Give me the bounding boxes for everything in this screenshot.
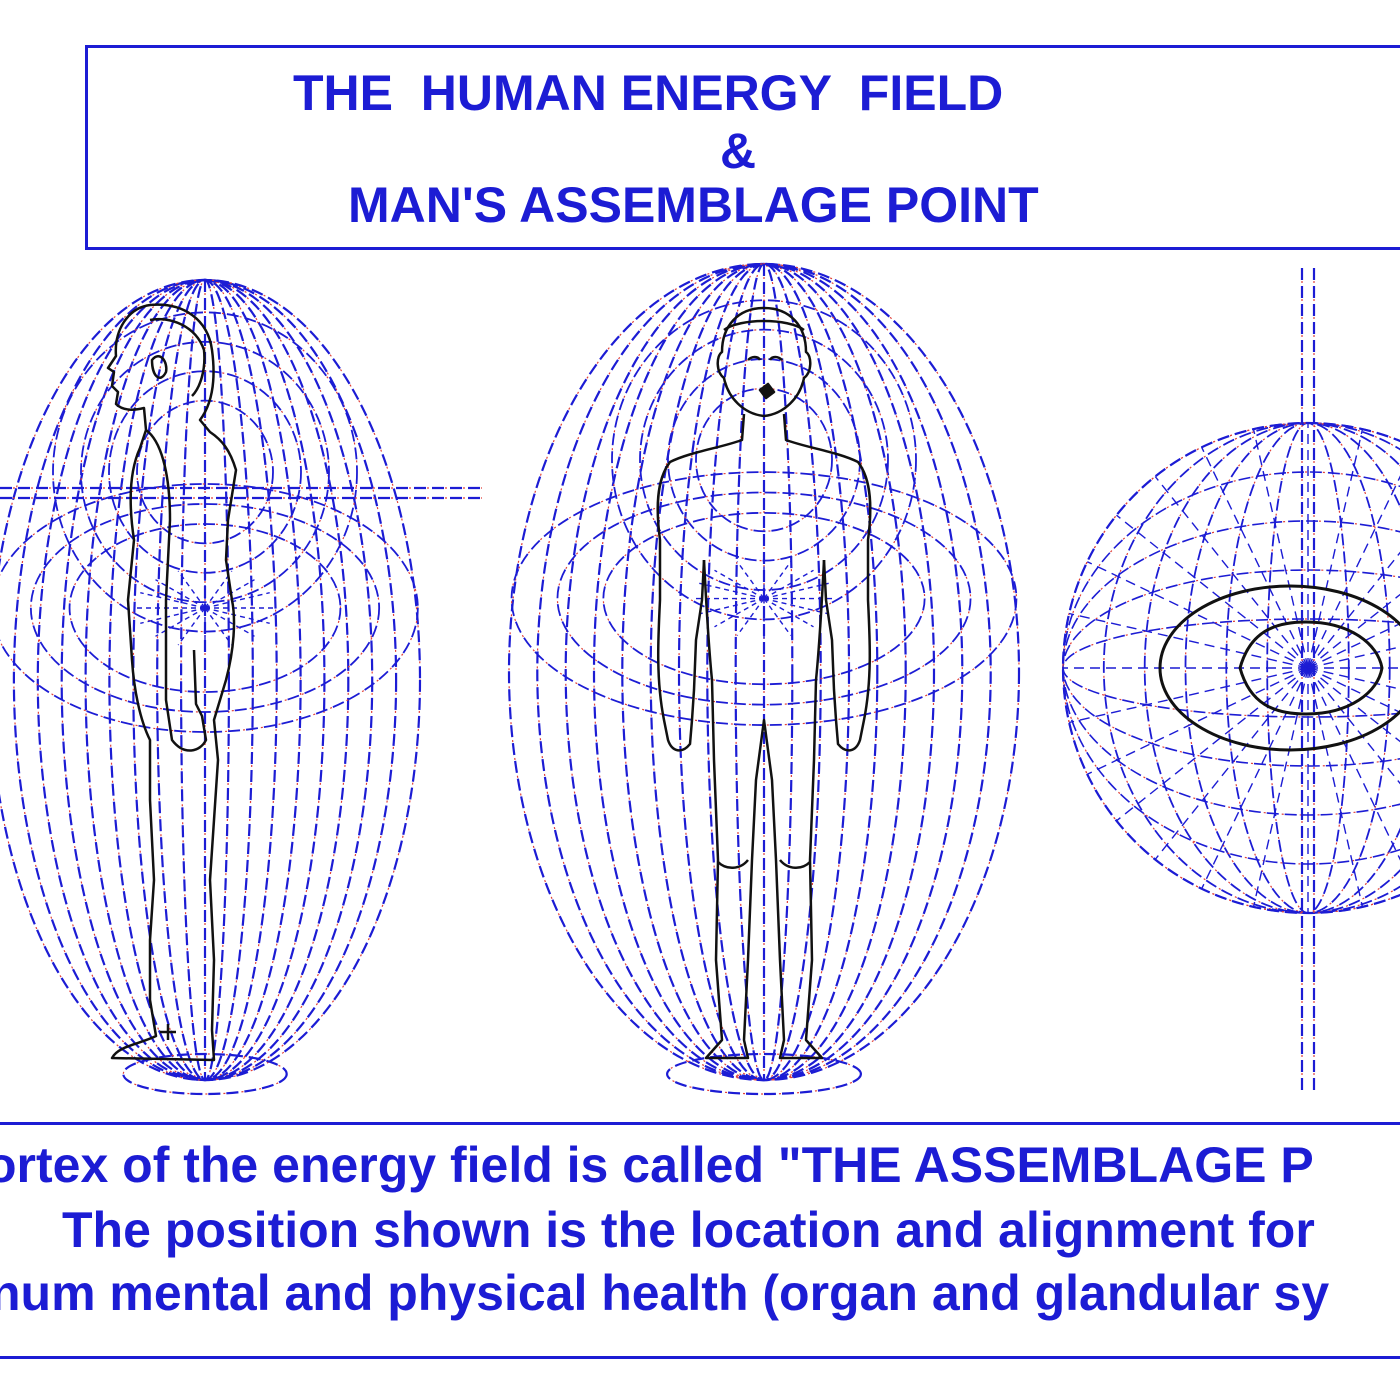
field-foot-vortex: [665, 1052, 862, 1096]
field-vortex-ray: [699, 597, 765, 615]
front-view-energy-field: [507, 262, 1021, 1096]
field-vortex-ray: [155, 607, 206, 637]
human-top-view-outline-icon: [1158, 584, 1400, 752]
side-view-energy-field: [0, 278, 482, 1096]
sphere-ray: [1307, 667, 1400, 861]
field-vortex-ray: [763, 569, 814, 600]
human-silhouette-side-icon: [106, 303, 238, 1062]
field-meridian-red: [678, 263, 850, 1081]
title-line-1: THE HUMAN ENERGY FIELD: [293, 65, 1004, 121]
field-head-loop: [108, 370, 302, 574]
sphere-ray: [1068, 612, 1309, 669]
title-box: [85, 45, 1400, 250]
sphere-ray: [1307, 593, 1400, 669]
field-vortex-ray: [763, 597, 814, 628]
sphere-ray: [1116, 514, 1309, 669]
sphere-meridian: [1184, 422, 1400, 914]
field-vortex-ray: [736, 561, 765, 599]
field-meridian-red: [621, 263, 907, 1081]
field-chest-loop-red: [0, 483, 419, 733]
sphere-ray: [1154, 476, 1309, 669]
field-head-loop: [80, 340, 330, 604]
field-vortex-ray: [763, 582, 829, 600]
caption-box: [0, 1122, 1400, 1359]
sphere-ray: [1086, 667, 1309, 775]
field-vortex-ray: [699, 582, 765, 600]
sphere-meridian-red: [1184, 422, 1400, 914]
field-head-loop: [136, 399, 274, 545]
sphere-ray: [1307, 475, 1400, 669]
sphere-ray: [1252, 667, 1309, 908]
sphere-ray: [1154, 667, 1309, 860]
field-vortex-ray: [177, 570, 206, 609]
field-head-loop-red: [611, 299, 917, 621]
caption-line-3: num mental and physical health (organ an…: [0, 1265, 1330, 1321]
caption-line-1: ortex of the energy field is called "THE…: [0, 1137, 1314, 1193]
field-vortex-ray: [140, 592, 206, 609]
field-chest-loop: [556, 491, 972, 706]
field-vortex-ray: [204, 607, 255, 637]
field-vortex-ray: [204, 592, 270, 609]
sphere-ray: [1116, 667, 1309, 822]
field-vortex-ray: [204, 607, 270, 624]
field-chest-loop-red: [68, 523, 342, 693]
sphere-ray: [1201, 446, 1309, 669]
sphere-ray: [1068, 667, 1309, 724]
field-vortex-ray: [140, 607, 206, 624]
sphere-ray: [1307, 622, 1400, 669]
field-vortex-ray: [714, 569, 765, 600]
sphere-ray: [1307, 667, 1364, 908]
sphere-ray: [1086, 561, 1309, 669]
field-vortex-ray: [155, 579, 206, 609]
field-head-loop: [639, 328, 889, 591]
sphere-ray: [1307, 667, 1400, 743]
caption-line-2: The position shown is the location and a…: [62, 1202, 1315, 1258]
title-ampersand: &: [720, 123, 757, 179]
field-meridian-red: [180, 279, 230, 1081]
field-vortex-ray: [204, 607, 233, 646]
sphere-ray: [1307, 428, 1364, 669]
field-vortex-ray: [736, 598, 765, 636]
field-foot-vortex: [122, 1052, 288, 1096]
sphere-ray: [1307, 667, 1400, 714]
field-head-loop-red: [667, 358, 861, 562]
field-chest-loop: [602, 511, 926, 686]
top-view-energy-field: [1061, 268, 1400, 1090]
sphere-ray: [1307, 667, 1400, 785]
field-meridian-red: [0, 279, 421, 1081]
field-head-loop: [52, 311, 358, 633]
human-silhouette-front-icon: [656, 306, 872, 1060]
field-vortex-ray: [763, 597, 829, 615]
sphere-ray: [1307, 667, 1400, 690]
sphere-ray: [1252, 428, 1309, 669]
sphere-ray: [1307, 646, 1400, 669]
field-chest-loop: [510, 471, 1018, 726]
field-head-loop-red: [108, 370, 302, 574]
field-meridian-red: [156, 279, 254, 1081]
field-vortex-ray: [204, 579, 255, 609]
field-vortex-ray: [177, 607, 206, 646]
field-head-loop-red: [52, 311, 358, 633]
field-vortex-ray: [763, 561, 792, 599]
field-chest-loop: [29, 503, 381, 713]
field-vortex-ray: [763, 598, 792, 636]
sphere-ray: [1201, 667, 1309, 890]
title-line-2: MAN'S ASSEMBLAGE POINT: [348, 177, 1039, 233]
sphere-ray: [1307, 551, 1400, 669]
field-meridian-red: [108, 279, 302, 1081]
field-vortex-ray: [714, 597, 765, 628]
